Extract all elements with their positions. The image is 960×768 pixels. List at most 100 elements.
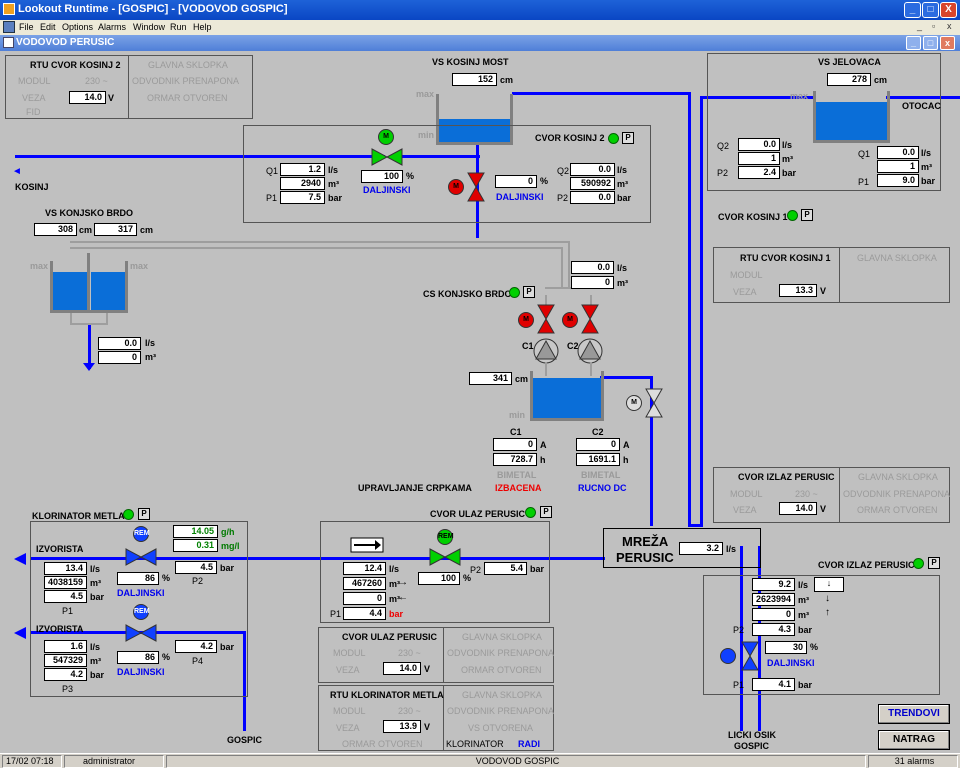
cs-out-motor-icon[interactable]: M: [626, 395, 642, 411]
cvor-izlaz-title: CVOR IZLAZ PERUSIC: [818, 560, 915, 570]
cvor-kosinj2-panel: [243, 125, 651, 223]
window-title: Lookout Runtime - [GOSPIC] - [VODOVOD GO…: [18, 3, 288, 15]
menu-options[interactable]: Options: [62, 22, 94, 32]
izvorista-arrow-1-icon: [14, 553, 26, 565]
klorinator-p-button[interactable]: P: [138, 508, 150, 520]
menu-alarms[interactable]: Alarms: [98, 22, 127, 32]
pipe-jelovaca-vertical: [688, 92, 691, 526]
cs-out-valve-icon[interactable]: [644, 387, 664, 419]
child-close-button[interactable]: x: [940, 36, 955, 50]
menu-window[interactable]: Window: [133, 22, 166, 32]
child-window-title-bar: VODOVOD PERUSIC _ □ x: [0, 35, 960, 51]
izlaz-down-arrow-icon: ↓: [825, 593, 830, 604]
pump1-icon[interactable]: [533, 338, 559, 364]
rtu-kosinj2-veza-value: 14.0: [69, 91, 106, 104]
pump2-icon[interactable]: [577, 338, 603, 364]
klor-valve1-motor-icon[interactable]: REM: [133, 526, 150, 542]
rtu-kosinj1-modul: MODUL: [730, 270, 763, 280]
menu-run[interactable]: Run: [170, 22, 187, 32]
pump2-motor-icon[interactable]: M: [562, 312, 578, 328]
minimize-button[interactable]: _: [904, 2, 921, 18]
gray-pipe-1: [70, 241, 570, 243]
gray-drop-join: [70, 323, 108, 325]
child-close[interactable]: x: [947, 21, 952, 31]
pipe-to-tank: [400, 155, 480, 158]
valve1-icon[interactable]: [370, 147, 404, 167]
rtu-ulaz-odvodnik: ODVODNIK PRENAPONA: [447, 648, 555, 658]
rtu-klor-veza: VEZA: [336, 723, 360, 733]
rtu-ulaz-veza-value: 14.0: [383, 662, 421, 675]
jel-vol2-value: 1: [738, 152, 780, 165]
upravljanje-crpkama[interactable]: UPRAVLJANJE CRPKAMA: [358, 483, 472, 493]
ulaz-vol-unit: m³: [389, 579, 400, 589]
klor-p1-value: 4.5: [44, 590, 87, 603]
cvor-kosinj1-p-button[interactable]: P: [801, 209, 813, 221]
cs-level-value: 341: [469, 372, 512, 385]
izlaz-valve-icon[interactable]: [740, 640, 760, 672]
rtu-klor-radi: RADI: [518, 739, 540, 749]
valve2-motor-icon[interactable]: M: [448, 179, 464, 195]
valve1-motor-icon[interactable]: M: [378, 129, 394, 145]
mreza-unit: l/s: [726, 544, 737, 554]
klor-p1-unit: bar: [90, 592, 105, 602]
izlaz-valve-mode: DALJINSKI: [767, 658, 815, 668]
water-konjsko-1: [53, 272, 87, 310]
cs-vol-value: 0: [571, 276, 614, 289]
izvorista-arrow-2-icon: [14, 627, 26, 639]
cvor-kosinj2-p-button[interactable]: P: [622, 132, 634, 144]
ulaz-valve-motor-icon[interactable]: REM: [437, 529, 454, 545]
rtu-kosinj2-odvodnik: ODVODNIK PRENAPONA: [132, 76, 240, 86]
child-minimize-button[interactable]: _: [906, 36, 921, 50]
close-button[interactable]: X: [940, 2, 957, 18]
klorinator-title: KLORINATOR METLA: [32, 511, 125, 521]
izvorista-label-1: IZVORISTA: [36, 544, 84, 554]
vol2-unit: m³: [617, 179, 628, 189]
klor-valve1-icon[interactable]: [124, 547, 158, 567]
rtu-kosinj2-glavna: GLAVNA SKLOPKA: [148, 60, 228, 70]
pump1-valve-icon[interactable]: [537, 304, 555, 334]
child-restore[interactable]: ▫: [932, 21, 936, 31]
menu-edit[interactable]: Edit: [40, 22, 56, 32]
rtu-ulaz-modul-value: 230 ~: [398, 648, 421, 658]
klor-valve2-icon[interactable]: [124, 623, 158, 643]
valve2-icon[interactable]: [466, 171, 486, 203]
cvor-izlaz-p-button[interactable]: P: [928, 557, 940, 569]
vs-kosinj-most-level: 152: [452, 73, 497, 86]
pump2-valve-icon[interactable]: [581, 304, 599, 334]
klorinator-status-dot: [123, 509, 134, 520]
c1-hours: 728.7: [493, 453, 537, 466]
rtu-kosinj2-veza-label: VEZA: [22, 93, 46, 103]
trendovi-button[interactable]: TRENDOVI: [878, 704, 950, 724]
klor-valve1-percent-unit: %: [162, 573, 171, 583]
klor-p4-value: 4.2: [175, 640, 217, 653]
document-icon[interactable]: [3, 21, 15, 33]
status-alarms[interactable]: 31 alarms: [868, 755, 958, 768]
klor-vol1-value: 4038159: [44, 576, 87, 589]
c1-state: IZBACENA: [495, 483, 542, 493]
cvor-kosinj2-title: CVOR KOSINJ 2: [535, 133, 605, 143]
klor-valve2-motor-icon[interactable]: REM: [133, 604, 150, 620]
izlaz-valve-percent-unit: %: [810, 642, 819, 652]
pump1-motor-icon[interactable]: M: [518, 312, 534, 328]
valve1-mode: DALJINSKI: [363, 185, 411, 195]
child-maximize-button[interactable]: □: [923, 36, 938, 50]
p2-label: P2: [557, 193, 569, 203]
c1-current: 0: [493, 438, 537, 451]
menu-help[interactable]: Help: [193, 22, 212, 32]
klor-valve2-mode: DALJINSKI: [117, 667, 165, 677]
izlaz-valve-motor-icon[interactable]: [720, 648, 736, 664]
klor-p4-label: P4: [192, 656, 204, 666]
cvor-ulaz-p-button[interactable]: P: [540, 506, 552, 518]
izlaz-p2-value: 4.3: [752, 623, 795, 636]
cs-konjsko-p-button[interactable]: P: [523, 286, 535, 298]
natrag-button[interactable]: NATRAG: [878, 730, 950, 750]
cs-vol-unit: m³: [617, 278, 628, 288]
vs-konjsko-title: VS KONJSKO BRDO: [45, 208, 134, 218]
maximize-button[interactable]: □: [922, 2, 939, 18]
cvor-izlaz-status-dot: [913, 558, 924, 569]
menu-file[interactable]: File: [19, 22, 34, 32]
cs-konjsko-title: CS KONJSKO BRDO: [423, 289, 512, 299]
ulaz-valve-icon[interactable]: [428, 547, 462, 567]
child-minimize[interactable]: _: [917, 21, 923, 31]
izlaz-p1-label: P1: [733, 680, 745, 690]
